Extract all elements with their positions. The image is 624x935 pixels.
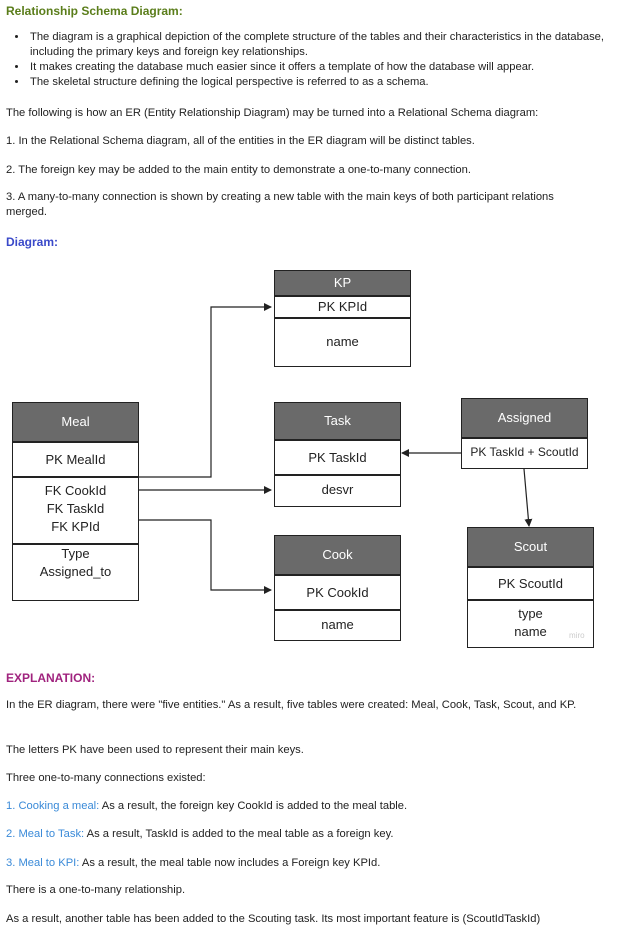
- item-text: As a result, TaskId is added to the meal…: [84, 828, 394, 840]
- explanation-item: 2. Meal to Task: As a result, TaskId is …: [6, 827, 612, 842]
- item-link[interactable]: 2. Meal to Task:: [6, 828, 85, 840]
- explanation-paragraph: The letters PK have been used to represe…: [6, 744, 304, 756]
- explanation-heading: EXPLANATION:: [6, 671, 96, 685]
- meal-to-cook-connector: [138, 519, 272, 594]
- meal-to-kp-connector: [138, 303, 272, 478]
- item-link[interactable]: 1. Cooking a meal:: [6, 800, 100, 812]
- explanation-paragraph: In the ER diagram, there were "five enti…: [6, 699, 577, 711]
- intro-paragraph: The following is how an ER (Entity Relat…: [6, 107, 539, 119]
- explanation-paragraph: Three one-to-many connections existed:: [6, 772, 206, 784]
- assigned-table: Assigned PK TaskId + ScoutId: [461, 398, 588, 469]
- task-table: Task PK TaskId desvr: [274, 402, 401, 507]
- assigned-to-scout-connector: [523, 468, 533, 527]
- table-header: Cook: [275, 536, 400, 576]
- table-header: KP: [275, 271, 410, 297]
- item-text: As a result, the foreign key CookId is a…: [99, 800, 408, 812]
- attribute-row: Type Assigned_to: [39, 546, 112, 579]
- bullet-item: It makes creating the database much easi…: [28, 60, 624, 75]
- attribute-row: name: [321, 617, 354, 632]
- step-paragraph: 1. In the Relational Schema diagram, all…: [6, 135, 475, 147]
- attribute-row: name: [326, 334, 359, 349]
- primary-key-row: PK TaskId: [275, 441, 400, 476]
- attribute-row: type name: [514, 606, 547, 639]
- item-text: As a result, the meal table now includes…: [79, 857, 381, 869]
- explanation-paragraph: There is a one-to-many relationship.: [6, 884, 186, 896]
- primary-key-row: PK ScoutId: [468, 568, 593, 601]
- kp-table: KP PK KPId name: [274, 270, 411, 367]
- bullet-list: The diagram is a graphical depiction of …: [14, 30, 624, 90]
- explanation-paragraph: As a result, another table has been adde…: [6, 913, 541, 925]
- primary-key-row: PK KPId: [275, 297, 410, 319]
- meal-table: Meal PK MealId FK CookId FK TaskId FK KP…: [12, 402, 139, 601]
- table-header: Scout: [468, 528, 593, 568]
- item-link[interactable]: 3. Meal to KPI:: [6, 857, 80, 869]
- table-header: Task: [275, 403, 400, 441]
- attribute-row: desvr: [321, 482, 354, 497]
- step-paragraph: 3. A many-to-many connection is shown by…: [6, 191, 554, 218]
- bullet-item: The diagram is a graphical depiction of …: [28, 30, 624, 60]
- primary-key-row: PK MealId: [13, 443, 138, 478]
- table-header: Meal: [13, 403, 138, 443]
- primary-key-row: PK CookId: [275, 576, 400, 611]
- miro-watermark: miro: [569, 631, 585, 640]
- foreign-key-row: FK CookId FK TaskId FK KPId: [13, 478, 138, 545]
- table-header: Assigned: [462, 399, 587, 439]
- step-paragraph: 2. The foreign key may be added to the m…: [6, 164, 471, 176]
- explanation-item: 1. Cooking a meal: As a result, the fore…: [6, 799, 612, 814]
- diagram-heading: Diagram:: [6, 235, 59, 249]
- section-heading: Relationship Schema Diagram:: [6, 4, 183, 18]
- explanation-item: 3. Meal to KPI: As a result, the meal ta…: [6, 856, 612, 871]
- scout-table: Scout PK ScoutId type name: [467, 527, 594, 648]
- bullet-item: The skeletal structure defining the logi…: [28, 75, 624, 90]
- cook-table: Cook PK CookId name: [274, 535, 401, 641]
- composite-key-row: PK TaskId + ScoutId: [470, 445, 579, 459]
